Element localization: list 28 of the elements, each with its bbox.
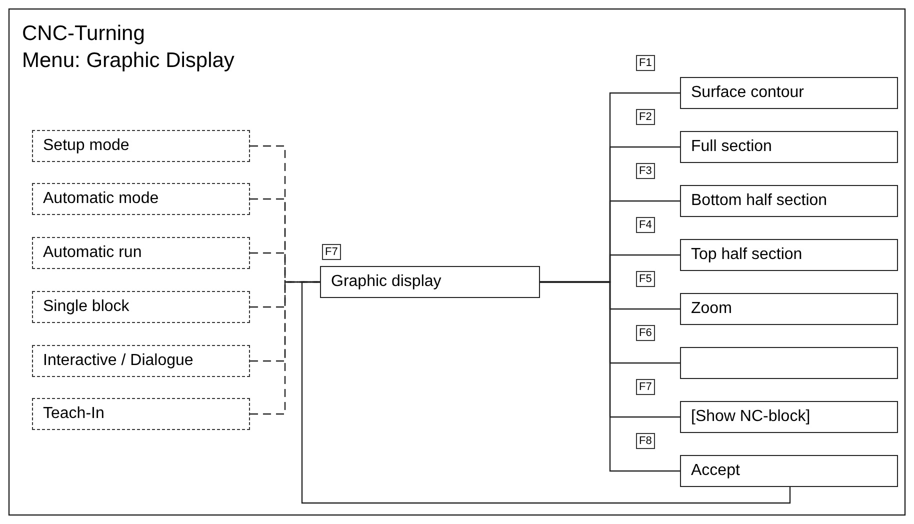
- mode-box: Automatic run: [32, 237, 250, 269]
- menu-box: Zoom: [680, 293, 898, 325]
- menu-box: Surface contour: [680, 77, 898, 109]
- empty-menu-box: [680, 347, 898, 379]
- menu-box: Bottom half section: [680, 185, 898, 217]
- mode-box: Setup mode: [32, 130, 250, 162]
- function-key-label: F4: [636, 217, 655, 233]
- function-key-label: F7: [322, 244, 341, 260]
- menu-box: Graphic display: [320, 266, 540, 298]
- function-key-label: F1: [636, 55, 655, 71]
- menu-box: Top half section: [680, 239, 898, 271]
- function-key-label: F3: [636, 163, 655, 179]
- function-key-label: F6: [636, 325, 655, 341]
- function-key-label: F5: [636, 271, 655, 287]
- function-key-label: F8: [636, 433, 655, 449]
- mode-box: Interactive / Dialogue: [32, 345, 250, 377]
- mode-box: Single block: [32, 291, 250, 323]
- menu-box: Full section: [680, 131, 898, 163]
- diagram-title: CNC-Turning: [22, 21, 146, 47]
- mode-box: Automatic mode: [32, 183, 250, 215]
- connector-line: [540, 281, 680, 472]
- diagram-subtitle: Menu: Graphic Display: [22, 48, 234, 74]
- menu-box: [Show NC-block]: [680, 401, 898, 433]
- connector-line: [301, 281, 791, 504]
- function-key-label: F7: [636, 379, 655, 395]
- menu-box: Accept: [680, 455, 898, 487]
- mode-box: Teach-In: [32, 398, 250, 430]
- function-key-label: F2: [636, 109, 655, 125]
